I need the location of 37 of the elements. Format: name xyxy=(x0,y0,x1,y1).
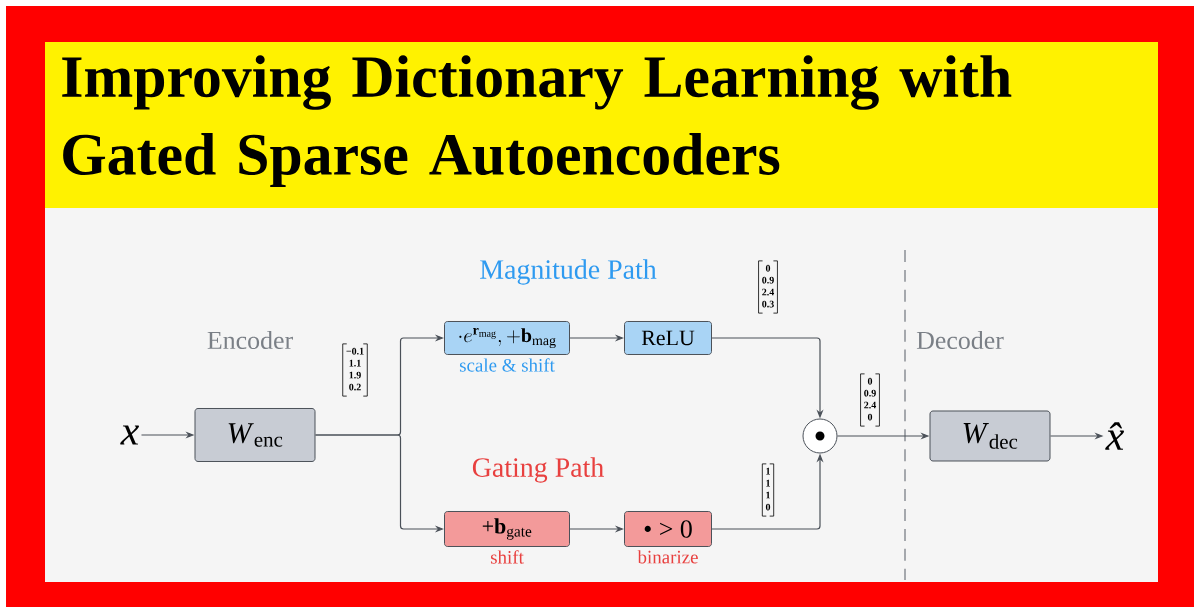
label: 0 xyxy=(765,264,771,272)
weight-box: W$_{enc}$ xyxy=(194,408,316,462)
section-heading: Decoder xyxy=(916,330,1004,350)
label: 0.9 xyxy=(864,389,876,397)
label: 1 xyxy=(766,491,770,499)
section-heading: Gating Path xyxy=(472,457,604,483)
label: 2.4 xyxy=(864,401,877,409)
weight-box: W$_{dec}$ xyxy=(929,410,1051,462)
node-label: shift xyxy=(490,550,524,564)
operation-box: • > 0 binarize xyxy=(624,511,712,564)
node-label: binarize xyxy=(637,550,698,564)
label: −0.1 xyxy=(346,347,364,355)
node-label: scale & shift xyxy=(459,358,555,372)
vector-label: −0.1 1.1 1.9 0.2 xyxy=(342,343,368,397)
operation-box: $\cdot e^{\mathbf{r}_{\mathrm{mag}}},+\mathbf{b}_{\mathrm{mag}}$ scale & shift xyxy=(444,321,570,372)
operation-box: +b$_{gate}$ shift xyxy=(444,511,570,564)
product-circle xyxy=(802,418,838,454)
section-heading: Magnitude Path xyxy=(480,259,657,285)
title-banner: Improving Dictionary Learning with Gated Sparse Autoencoders xyxy=(45,42,1158,208)
operation-box: ReLU xyxy=(624,321,712,355)
label: 0.3 xyxy=(762,300,774,308)
label: 0 xyxy=(867,377,873,385)
section-heading: Encoder xyxy=(207,330,293,350)
label: 0.2 xyxy=(349,383,361,391)
math-symbol: x̂ xyxy=(1105,422,1124,450)
vector-label: 0 0.9 2.4 0.3 xyxy=(758,260,778,314)
label: 1.1 xyxy=(349,359,361,367)
label: 1 xyxy=(766,467,770,475)
math-symbol: x xyxy=(120,425,139,445)
label: 2.4 xyxy=(762,288,775,296)
vector-label: 0 0.9 2.4 0 xyxy=(860,373,880,427)
vector-label: 1 1 1 0 xyxy=(761,463,775,517)
label: 0.9 xyxy=(762,276,774,284)
label: 1.9 xyxy=(349,371,361,379)
label: 0 xyxy=(765,503,771,511)
label: 1 xyxy=(766,479,770,487)
label: 0 xyxy=(867,413,873,421)
